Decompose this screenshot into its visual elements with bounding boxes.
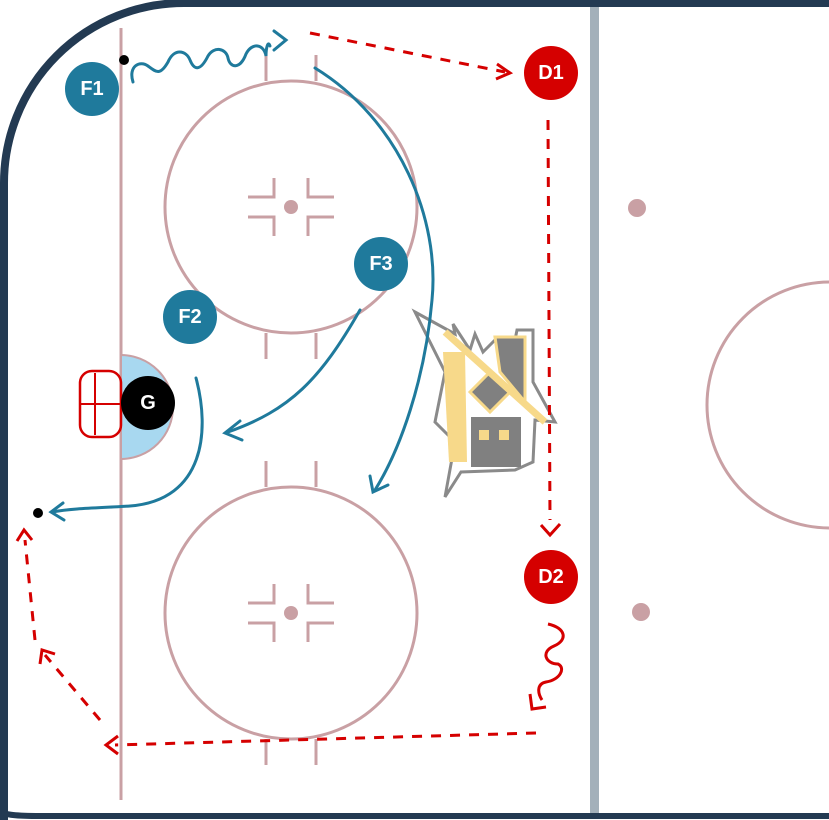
f1-arrowhead: [272, 29, 289, 52]
player-label: F1: [80, 78, 103, 100]
faceoff-circle-bottom: [163, 461, 419, 765]
f1-skate-path: [130, 42, 272, 84]
pass-to-point: [23, 539, 37, 641]
faceoff-circle-top: [163, 55, 419, 359]
d2-skate-path: [537, 622, 565, 701]
player-label: F3: [369, 253, 392, 275]
neutral-zone-dot-top: [628, 199, 646, 217]
neutral-zone-dot-bottom: [632, 603, 650, 621]
pass-up-boards: [43, 654, 102, 721]
blue-line: [590, 3, 599, 816]
pass-d2-behind-net: [114, 731, 537, 747]
player-label: D1: [538, 62, 564, 84]
pass-arrowhead: [539, 522, 562, 538]
pass-arrowhead: [495, 62, 514, 81]
player-f2[interactable]: F2: [163, 290, 217, 344]
puck: [119, 55, 129, 65]
puck: [33, 508, 43, 518]
pass-arrowhead: [103, 734, 119, 756]
pass-f1-to-d1: [309, 31, 506, 74]
team-logo: [411, 308, 558, 498]
f3-skate-path: [313, 66, 435, 492]
goal-net: [78, 369, 123, 439]
player-d1[interactable]: D1: [524, 46, 578, 100]
player-label: F2: [178, 306, 201, 328]
player-f1[interactable]: F1: [65, 62, 119, 116]
player-f3[interactable]: F3: [354, 237, 408, 291]
boards-bottom: [1, 810, 829, 819]
pass-arrowhead: [15, 527, 34, 542]
f3-arrowhead: [368, 474, 390, 495]
center-circle: [705, 280, 829, 530]
player-label: G: [140, 392, 156, 414]
d2-arrowhead: [528, 693, 547, 711]
pass-arrowhead: [38, 648, 56, 665]
f3-slot-arrowhead: [222, 419, 244, 442]
f3-skate-path-slot: [226, 308, 362, 434]
f2-arrowhead: [48, 501, 66, 522]
f2-skate-path: [50, 376, 204, 514]
player-label: D2: [538, 566, 564, 588]
player-d2[interactable]: D2: [524, 550, 578, 604]
player-goalie[interactable]: G: [121, 376, 175, 430]
pass-d1-to-d2: [546, 119, 552, 521]
